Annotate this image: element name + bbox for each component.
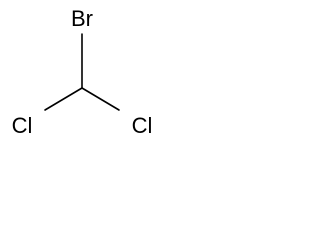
bond-c-cl-right [81,87,120,111]
atom-label-br: Br [71,6,93,31]
atom-label-cl-left: Cl [12,113,33,138]
bond-c-cl-left [44,87,83,111]
atom-label-cl-right: Cl [132,113,153,138]
structure-canvas: Br Cl Cl [0,0,164,144]
molecule-diagram: Br Cl Cl [12,6,153,138]
